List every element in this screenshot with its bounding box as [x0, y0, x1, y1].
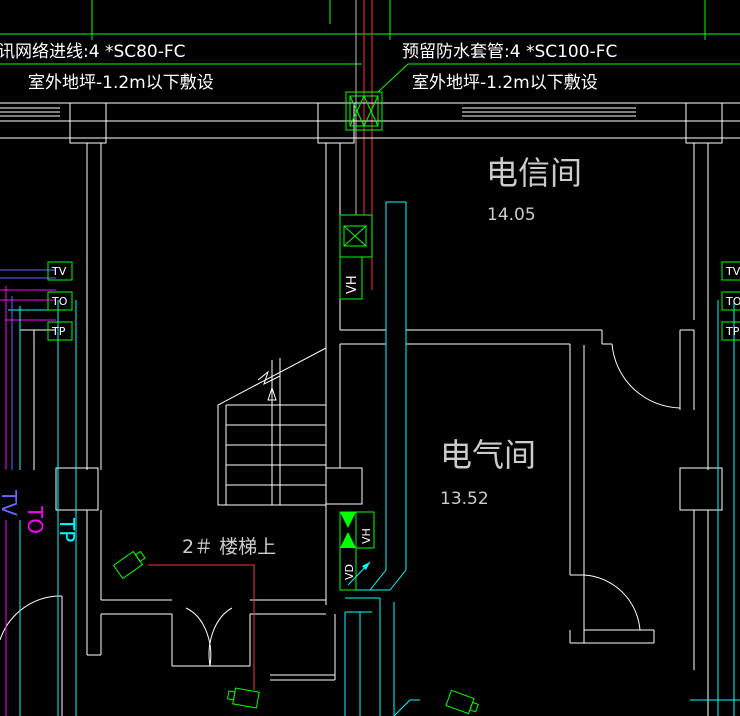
- cyan-cable-tray: [57, 201, 740, 716]
- room-labels: 电信间 14.05 电气间 13.52 2＃ 楼梯上: [182, 154, 582, 558]
- telecom-room-area: 14.05: [487, 205, 536, 225]
- right-tv-tag: TV: [725, 265, 740, 278]
- red-cable-run: [148, 564, 255, 690]
- interior-walls: [55, 143, 723, 716]
- vh-lower-symbols: [339, 511, 375, 591]
- right-annotation-line1: 预留防水套管:4 *SC100-FC: [402, 42, 617, 62]
- annotations: 讯网络进线:4 *SC80-FC 室外地坪-1.2m以下敷设 预留防水套管:4 …: [0, 42, 617, 93]
- left-annotation-line1: 讯网络进线:4 *SC80-FC: [0, 42, 186, 62]
- vh-upper-box: [339, 214, 373, 300]
- vertical-to-label: TO: [23, 505, 47, 534]
- electrical-room-area: 13.52: [440, 489, 489, 509]
- left-tv-tag: TV: [51, 265, 67, 278]
- top-green-lines: [0, 0, 740, 93]
- camera-icons: [112, 550, 479, 715]
- telecom-room-name: 电信间: [486, 154, 582, 192]
- left-tp-tag: TP: [51, 325, 66, 338]
- right-tp-tag: TP: [725, 325, 740, 338]
- stair-label: 2＃ 楼梯上: [182, 536, 276, 558]
- exterior-wall: [0, 102, 740, 144]
- doors: [0, 343, 681, 716]
- electrical-room-name: 电气间: [440, 436, 536, 474]
- vh-upper-label: VH: [345, 275, 360, 294]
- right-annotation-line2: 室外地坪-1.2m以下敷设: [412, 73, 598, 93]
- vh-lower-label: VH: [360, 528, 373, 544]
- vertical-cable-labels: TP TO TV: [0, 489, 79, 542]
- stair: [217, 347, 327, 506]
- left-annotation-line2: 室外地坪-1.2m以下敷设: [28, 73, 214, 93]
- left-to-tag: TO: [51, 295, 68, 308]
- camera-icon: [445, 689, 479, 715]
- camera-icon: [226, 687, 260, 709]
- right-outlet-tags: TV TO TP: [721, 261, 740, 341]
- vertical-tp-label: TP: [55, 517, 79, 542]
- left-cable-lines: [0, 269, 56, 716]
- vd-label: VD: [343, 564, 356, 580]
- right-to-tag: TO: [725, 295, 740, 308]
- left-outlet-tags: TV TO TP: [47, 261, 73, 341]
- waterproof-sleeve-symbol: [345, 91, 383, 131]
- camera-icon: [112, 550, 146, 580]
- vertical-tv-label: TV: [0, 489, 21, 516]
